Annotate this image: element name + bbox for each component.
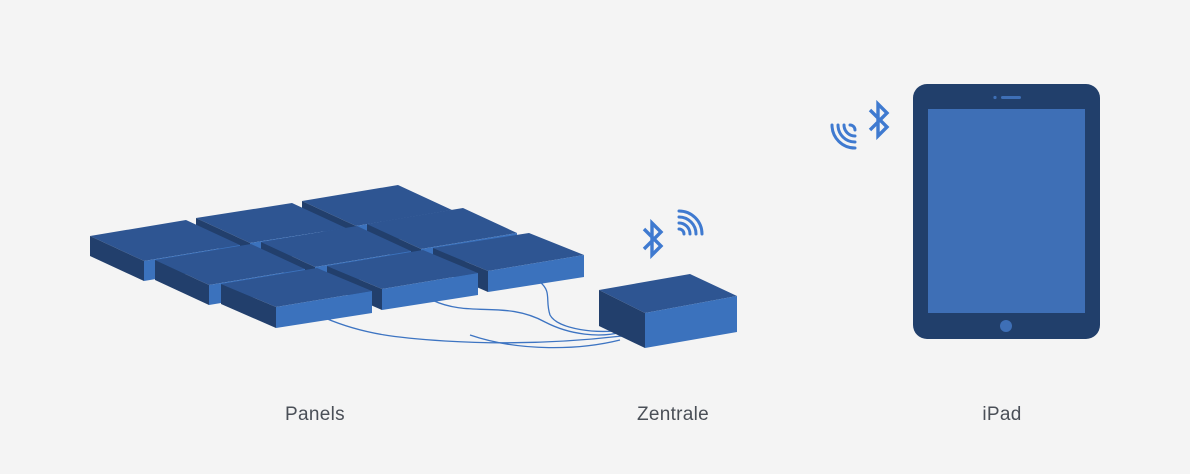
cables bbox=[324, 281, 623, 349]
panel-grid bbox=[90, 185, 584, 328]
ipad-screen bbox=[928, 109, 1085, 313]
panels-label: Panels bbox=[285, 404, 345, 425]
panel-tile bbox=[221, 268, 372, 328]
cable bbox=[431, 299, 623, 336]
wifi-signal-icon bbox=[677, 209, 704, 236]
ipad-home-button bbox=[1000, 320, 1012, 332]
cable bbox=[539, 281, 623, 333]
ipad-label: iPad bbox=[982, 404, 1022, 425]
wifi-signal-icon bbox=[830, 123, 857, 150]
ipad-camera bbox=[993, 95, 997, 100]
cable bbox=[324, 317, 623, 344]
bluetooth-icon bbox=[642, 221, 663, 257]
ipad-device bbox=[913, 84, 1100, 339]
bluetooth-icon bbox=[868, 102, 889, 138]
zentrale-label: Zentrale bbox=[636, 404, 710, 425]
ipad-speaker bbox=[1001, 96, 1021, 99]
central-unit bbox=[599, 274, 737, 348]
cable bbox=[469, 334, 621, 349]
